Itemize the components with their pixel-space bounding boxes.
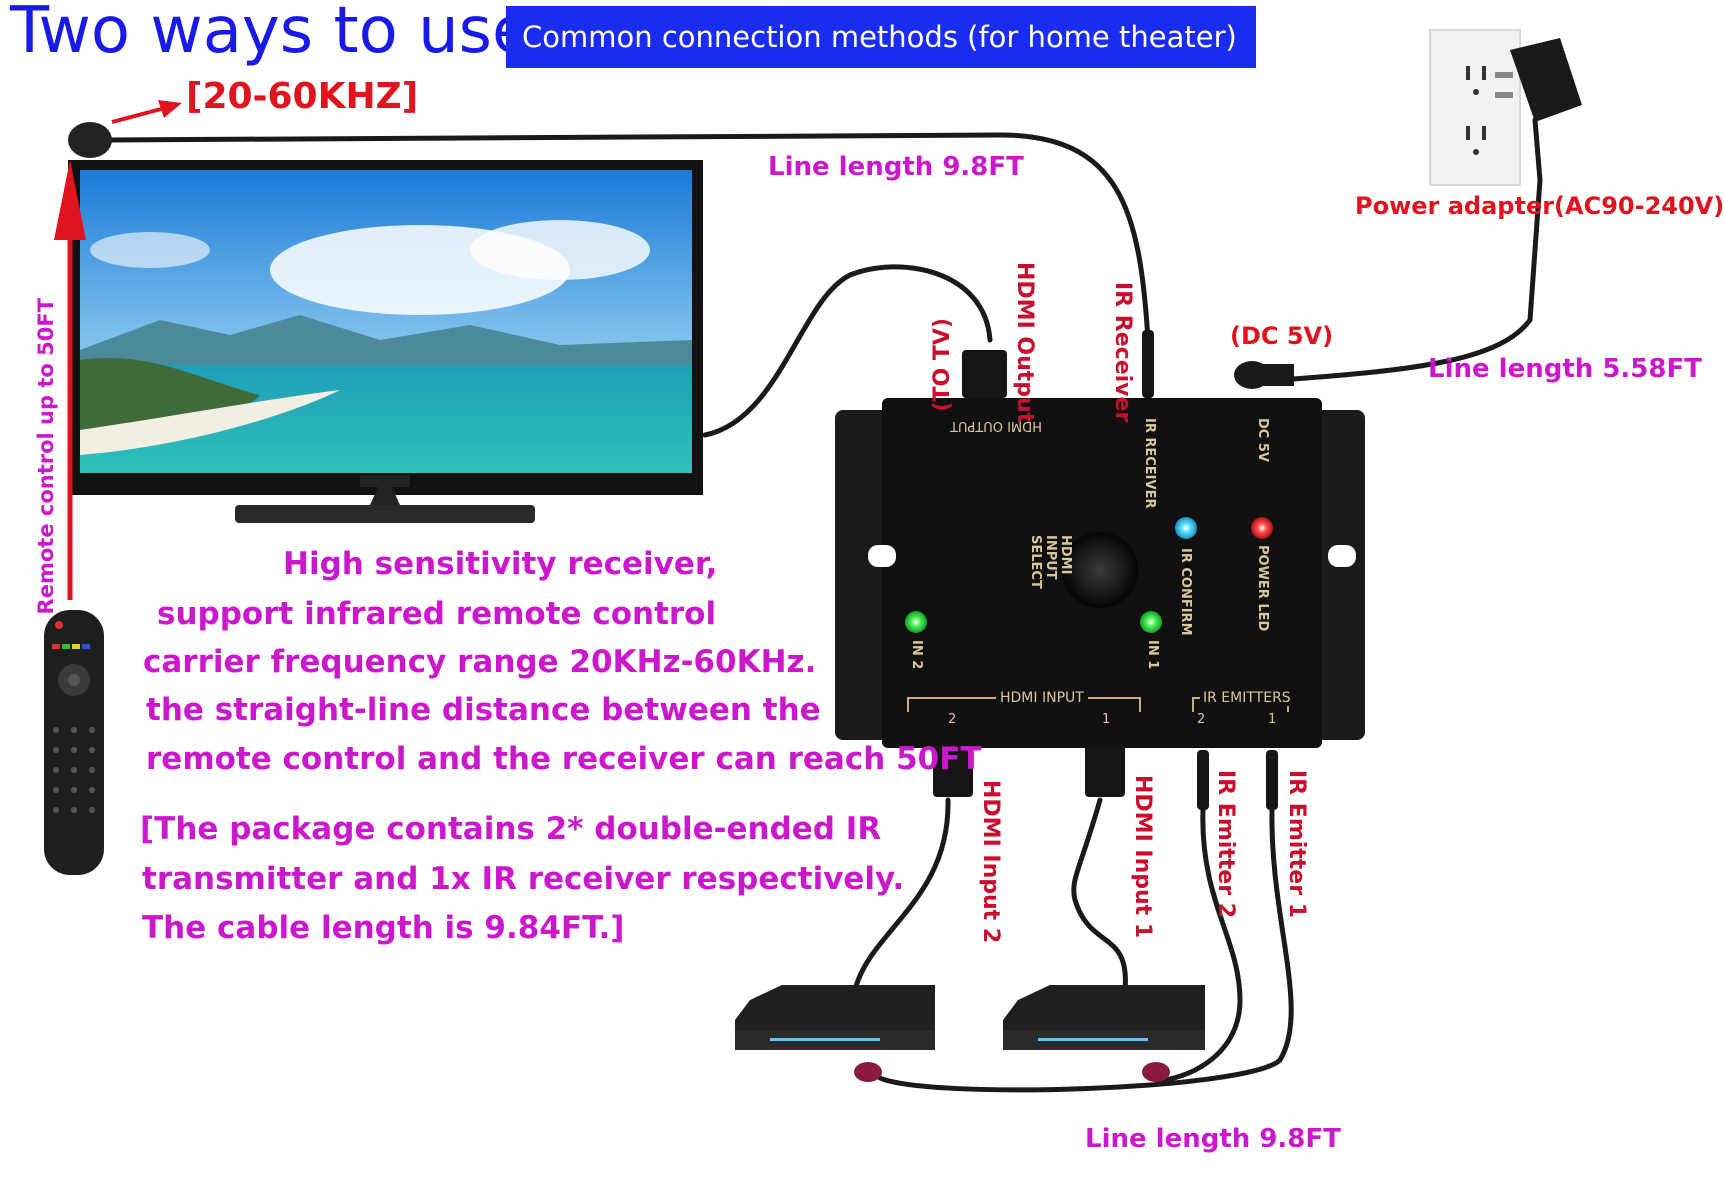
device-in-1-print: IN 1 xyxy=(1145,640,1160,670)
dvd-player-1 xyxy=(1003,985,1205,1082)
hdmi-input-2-cable xyxy=(852,797,951,993)
wall-outlet xyxy=(1429,29,1521,186)
freq-pointer-arrow xyxy=(111,100,182,124)
device-ir-confirm-print: IR CONFIRM xyxy=(1178,548,1193,636)
package-note-line-1: [The package contains 2* double-ended IR xyxy=(140,811,882,847)
hdmi-output-cable xyxy=(702,264,993,438)
to-tv-label: (TO TV) xyxy=(930,318,955,412)
device-hdmi-input-print: HDMI INPUT xyxy=(996,690,1088,706)
description-line-4: the straight-line distance between the xyxy=(146,692,821,728)
power-line-length: Line length 5.58FT xyxy=(1428,354,1702,384)
ir-receiver-cable xyxy=(107,132,1151,343)
dvd-player-2 xyxy=(735,985,935,1082)
ir-emitter-1-cable xyxy=(877,807,1294,1093)
device-port-2-print: 2 xyxy=(948,712,957,727)
remote-range-label: Remote control up to 50FT xyxy=(34,298,58,615)
device-emitter-1-print: 1 xyxy=(1268,712,1277,727)
device-power-led-print: POWER LED xyxy=(1255,545,1270,632)
cables xyxy=(107,117,1543,1093)
description-line-2: support infrared remote control xyxy=(157,596,717,632)
package-note-line-2: transmitter and 1x IR receiver respectiv… xyxy=(142,861,905,897)
page-title: Two ways to use : xyxy=(10,0,574,68)
emitter-line-length: Line length 9.8FT xyxy=(1085,1124,1341,1154)
power-cable xyxy=(1277,117,1543,383)
device-emitter-2-print: 2 xyxy=(1197,712,1206,727)
device-ir-emitters-print: IR EMITTERS xyxy=(1200,690,1294,706)
description-line-3: carrier frequency range 20KHz-60KHz. xyxy=(143,644,817,680)
ir-emitter-1-label: IR Emitter 1 xyxy=(1284,770,1309,919)
device-input-select-print: HDMI INPUT SELECT xyxy=(1028,535,1073,589)
hdmi-connectors xyxy=(933,330,1278,810)
device-ir-receiver-print: IR RECEIVER xyxy=(1142,418,1157,509)
title-banner: Common connection methods (for home thea… xyxy=(506,6,1256,68)
tv xyxy=(68,160,703,523)
description-line-5: remote control and the receiver can reac… xyxy=(146,741,982,777)
device-hdmi-output-print: HDMI OUTPUT xyxy=(950,418,1042,433)
ir-receiver-label: IR Receiver xyxy=(1110,282,1135,423)
ir-receiver-eye xyxy=(68,122,112,158)
ir-receiver-line-length: Line length 9.8FT xyxy=(768,152,1024,182)
description-line-1: High sensitivity receiver, xyxy=(283,546,718,582)
power-adapter xyxy=(1495,38,1582,122)
remote-range-arrow xyxy=(54,160,86,600)
power-adapter-label: Power adapter(AC90-240V) xyxy=(1355,192,1724,220)
device-dc-5v-print: DC 5V xyxy=(1255,418,1270,462)
device-port-1-print: 1 xyxy=(1102,712,1111,727)
dc-5v-label: (DC 5V) xyxy=(1230,322,1334,350)
ir-frequency-label: [20-60KHZ] xyxy=(186,76,419,117)
dc-plug xyxy=(1234,361,1294,389)
hdmi-switch-box xyxy=(835,398,1365,748)
hdmi-input-1-label: HDMI Input 1 xyxy=(1130,775,1155,939)
package-note-line-3: The cable length is 9.84FT.] xyxy=(142,910,625,946)
hdmi-input-1-cable xyxy=(1071,797,1128,993)
ir-emitter-2-cable xyxy=(1157,807,1243,1083)
ir-emitter-2-label: IR Emitter 2 xyxy=(1213,770,1238,919)
hdmi-output-label: HDMI Output xyxy=(1012,262,1037,424)
hdmi-input-2-label: HDMI Input 2 xyxy=(978,780,1003,944)
remote-control xyxy=(44,610,104,875)
connection-diagram xyxy=(44,29,1582,1093)
device-in-2-print: IN 2 xyxy=(909,640,924,670)
